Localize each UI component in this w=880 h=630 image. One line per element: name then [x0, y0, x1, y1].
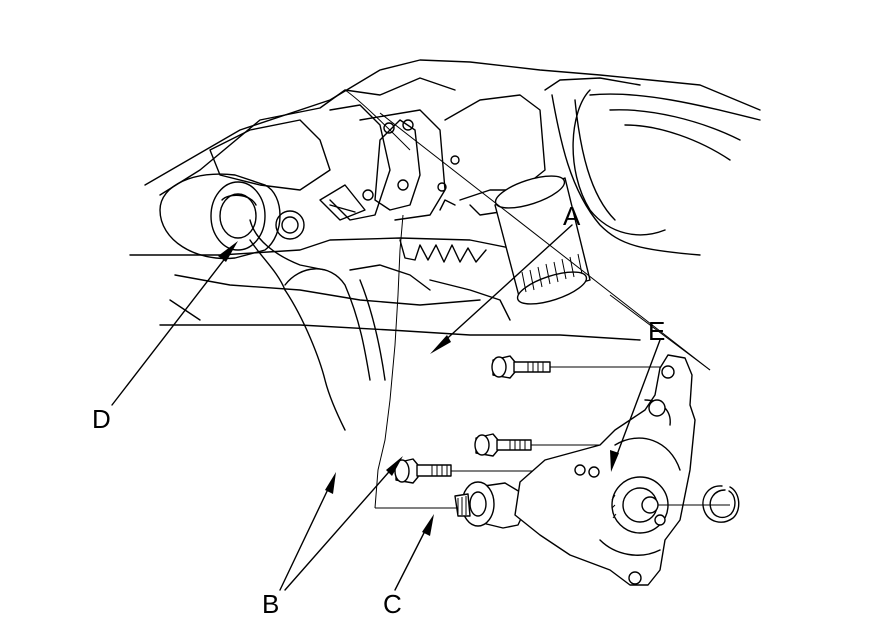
leader-arrows: [111, 224, 661, 591]
bolt-middle: [474, 433, 600, 457]
engine-block: [129, 59, 761, 341]
callout-a: A: [563, 201, 581, 231]
bolt-lower: [394, 458, 575, 484]
callout-e: E: [648, 316, 666, 346]
callout-b: B: [262, 589, 280, 619]
bearing-support-bracket: [514, 354, 730, 586]
circlip: [702, 485, 740, 523]
callout-d: D: [92, 404, 111, 434]
left-driveshaft: [159, 173, 386, 431]
callout-c: C: [383, 589, 402, 619]
bolt-top: [491, 355, 665, 379]
reference-lines: [344, 89, 711, 509]
oil-filter: [494, 175, 591, 305]
intermediate-shaft: [454, 481, 526, 529]
